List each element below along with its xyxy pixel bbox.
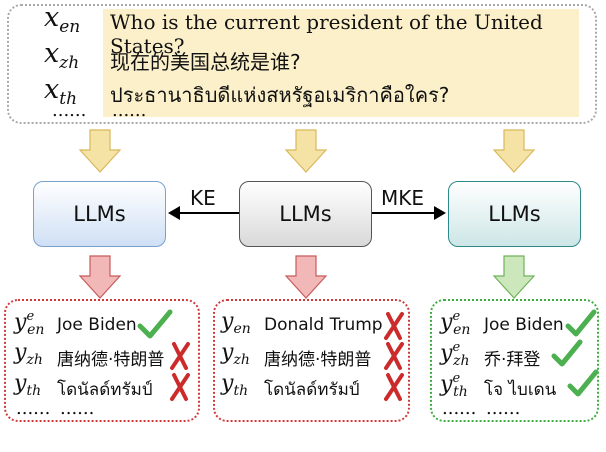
check-icon [567, 369, 599, 397]
query-var-zh: xzh [44, 38, 80, 73]
arrow-down-red-mid [284, 255, 328, 299]
result-right-ellipsis-var: ...... [442, 398, 477, 419]
result-box-mid [213, 299, 410, 422]
arrow-down-red-left [78, 255, 122, 299]
result-mid-var-th: yth [221, 371, 249, 399]
query-text-zh: 现在的美国总统是谁? [110, 50, 301, 74]
query-text-background [103, 9, 579, 117]
cross-icon [384, 373, 404, 401]
result-left-ellipsis-var: ...... [16, 398, 51, 419]
result-right-var-en: yeen [440, 309, 471, 338]
llm-box-mid: LLMs [239, 181, 372, 247]
query-var-th: xth [44, 74, 78, 109]
check-icon [565, 309, 597, 337]
result-left-text-th: โดนัลด์ทรัมป์ [57, 380, 153, 400]
result-mid-var-zh: yzh [221, 340, 250, 368]
arrow-right-mke [434, 206, 446, 220]
result-left-text-en: Joe Biden [57, 315, 137, 335]
mke-label: MKE [381, 186, 425, 210]
result-right-ellipsis-text: ...... [486, 398, 521, 419]
cross-icon [384, 312, 404, 340]
result-right-text-zh: 乔·拜登 [484, 350, 541, 370]
result-box-left [4, 299, 200, 422]
llm-box-left: LLMs [33, 181, 166, 247]
arrow-down-green-right [492, 255, 536, 299]
query-var-ellipsis: ...... [52, 100, 87, 121]
query-text-th: ประธานาธิบดีแห่งสหรัฐอเมริกาคือใคร? [110, 83, 450, 107]
cross-icon [170, 342, 190, 370]
result-right-text-en: Joe Biden [484, 315, 564, 335]
llm-box-right: LLMs [448, 181, 581, 247]
result-mid-var-en: yen [221, 309, 251, 337]
result-right-var-zh: yezh [440, 340, 470, 369]
check-icon [137, 309, 173, 339]
query-box [7, 4, 597, 124]
arrow-down-yellow-left [78, 129, 122, 173]
result-right-text-th: โจ ไบเดน [484, 380, 557, 400]
result-left-text-zh: 唐纳德·特朗普 [57, 350, 165, 370]
cross-icon [384, 342, 404, 370]
query-var-en: xen [44, 2, 81, 37]
result-mid-text-en: Donald Trump [264, 315, 383, 335]
arrow-left-ke [168, 206, 180, 220]
arrow-down-yellow-mid [284, 129, 328, 173]
result-mid-text-th: โดนัลด์ทรัมป์ [264, 380, 360, 400]
result-right-var-th: yeth [440, 371, 468, 400]
result-left-var-zh: yzh [14, 340, 43, 368]
check-icon [551, 339, 583, 367]
ke-label: KE [190, 186, 216, 210]
cross-icon [170, 373, 190, 401]
arrow-down-yellow-right [492, 129, 536, 173]
result-mid-text-zh: 唐纳德·特朗普 [264, 350, 372, 370]
result-left-var-th: yth [14, 371, 42, 399]
result-left-var-en: yeen [14, 309, 45, 338]
result-box-right [430, 299, 599, 422]
query-text-ellipsis: ...... [112, 100, 147, 121]
result-left-ellipsis-text: ...... [60, 398, 95, 419]
query-text-en: Who is the current president of the Unit… [110, 10, 543, 58]
